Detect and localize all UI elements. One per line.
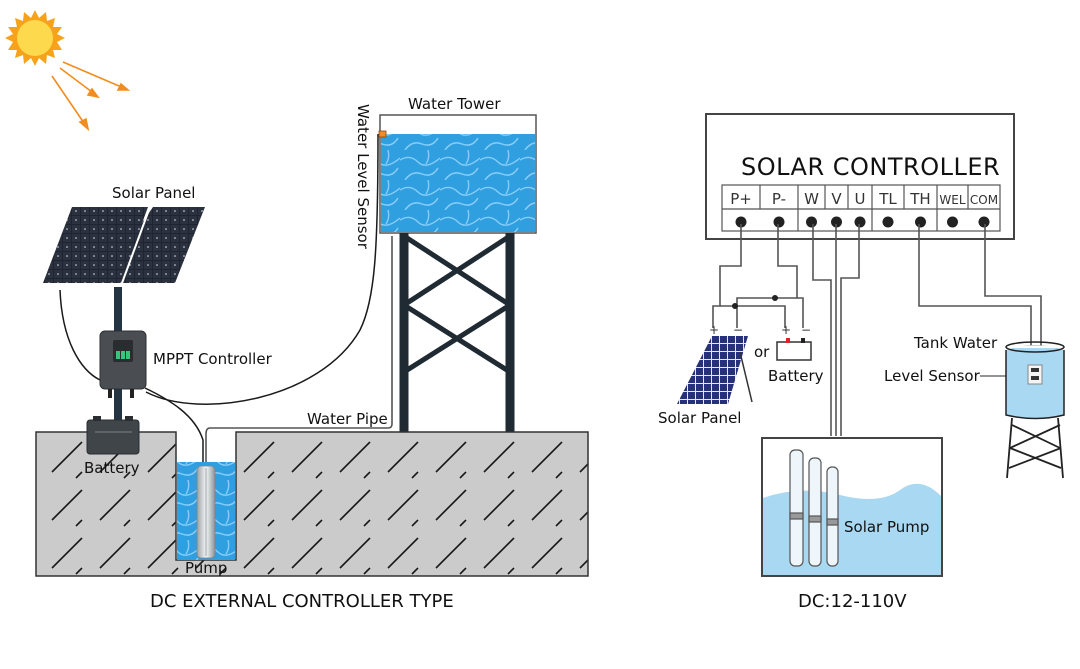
battery-label: Battery — [84, 459, 140, 477]
panel-plus-sign: + — [709, 323, 719, 337]
water-tower-label: Water Tower — [408, 95, 501, 113]
terminal-screw-icon — [915, 216, 926, 228]
terminal-label-wel: WEL — [939, 193, 965, 207]
mppt-controller-label: MPPT Controller — [153, 350, 273, 368]
mppt-controller-device — [99, 330, 147, 398]
terminal-screw-icon — [773, 216, 785, 228]
pump-device — [196, 465, 216, 559]
terminal-screw-icon — [947, 216, 958, 228]
small-solar-panel — [677, 336, 753, 404]
well-water-right — [763, 483, 941, 575]
solar-controller-box — [705, 113, 1015, 240]
terminal-label-u: U — [855, 190, 866, 208]
terminal-label-w: W — [804, 190, 819, 208]
right-caption: DC:12-110V — [798, 591, 907, 612]
battery-device — [86, 416, 140, 455]
terminal-label-com: COM — [970, 193, 998, 207]
solar-panel-label: Solar Panel — [112, 184, 195, 202]
water-pipe-label: Water Pipe — [307, 410, 388, 428]
water-level-sensor-label: Water Level Sensor — [354, 104, 372, 250]
sensor-wire — [145, 133, 379, 405]
solar-controller-title: SOLAR CONTROLLER — [741, 153, 1000, 181]
level-sensor-label: Level Sensor — [884, 367, 981, 385]
or-label: or — [754, 343, 770, 361]
terminal-screw-icon — [978, 216, 990, 228]
terminal-label-th: TH — [909, 190, 930, 208]
right-battery-label: Battery — [768, 367, 824, 385]
terminal-screw-icon — [854, 216, 866, 228]
terminal-screw-icon — [735, 216, 747, 228]
terminal-label-pplus: P+ — [730, 190, 752, 208]
solar-pump-devices — [789, 449, 839, 567]
battery-minus-sign: − — [801, 323, 811, 337]
terminal-label-pminus: P- — [772, 190, 786, 208]
solar-panel-array — [43, 206, 205, 284]
terminal-label-v: V — [831, 190, 842, 208]
sun-ray-arrows — [51, 61, 131, 132]
ground — [35, 431, 589, 577]
water-level-sensor-icon — [378, 130, 387, 138]
panel-wire — [59, 289, 101, 381]
terminal-screw-icon — [806, 216, 817, 228]
battery-icon — [776, 338, 812, 361]
left-caption: DC EXTERNAL CONTROLLER TYPE — [150, 591, 454, 612]
pump-wire — [144, 387, 204, 490]
pump-label: Pump — [185, 559, 227, 577]
controller-wiring — [712, 224, 1042, 436]
tank-water-label: Tank Water — [913, 334, 998, 352]
panel-minus-sign: − — [733, 323, 743, 337]
elevated-tank — [1005, 341, 1065, 479]
water-pipe — [205, 236, 393, 490]
water-tower-frame — [399, 233, 515, 432]
sun-icon — [5, 10, 65, 66]
terminal-label-tl: TL — [878, 190, 897, 208]
right-solar-panel-label: Solar Panel — [658, 409, 741, 427]
terminal-screw-icon — [831, 216, 842, 228]
water-tower-water — [381, 134, 535, 232]
battery-plus-sign: + — [781, 323, 791, 337]
solar-pump-label: Solar Pump — [844, 518, 929, 536]
terminal-screw-icon — [882, 216, 894, 228]
